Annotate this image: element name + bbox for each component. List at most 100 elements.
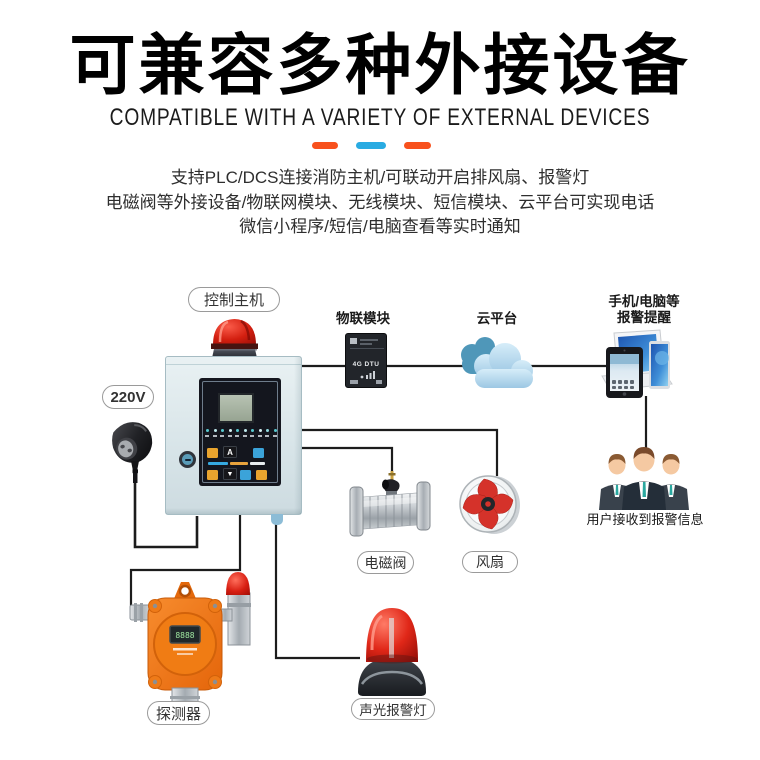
devices-icon bbox=[601, 329, 673, 398]
cloud-label: 云平台 bbox=[462, 307, 532, 327]
valve-label-text: 电磁阀 bbox=[364, 554, 407, 571]
power-label: 220V bbox=[102, 385, 154, 409]
dash-orange-1 bbox=[312, 142, 338, 149]
panel-led-row bbox=[206, 429, 277, 432]
led-label bbox=[220, 435, 224, 437]
users-icon bbox=[599, 447, 689, 510]
iot-label-text: 物联模块 bbox=[336, 311, 390, 326]
detector-icon: 8888 bbox=[129, 572, 251, 712]
iot-detail bbox=[360, 339, 378, 341]
valve-label: 电磁阀 bbox=[357, 551, 414, 574]
desc-line-1: 支持PLC/DCS连接消防主机/可联动开启排风扇、报警灯 bbox=[170, 168, 590, 187]
panel-button-blue-2[interactable] bbox=[240, 470, 251, 480]
users-label: 用户接收到报警信息 bbox=[575, 509, 715, 528]
btn-up-glyph: A bbox=[227, 447, 233, 457]
page-title: 可兼容多种外接设备 bbox=[69, 28, 691, 102]
box-shade-right bbox=[294, 357, 301, 514]
iot-divider bbox=[350, 348, 384, 349]
panel-button-orange-1[interactable] bbox=[207, 448, 218, 458]
iot-module-text-span: 4G DTU bbox=[352, 361, 380, 368]
description: 支持PLC/DCS连接消防主机/可联动开启排风扇、报警灯 电磁阀等外接设备/物联… bbox=[0, 166, 760, 240]
box-cable-gland bbox=[271, 514, 283, 525]
panel-button-orange-3[interactable] bbox=[256, 470, 267, 480]
cloud-label-text: 云平台 bbox=[476, 311, 518, 326]
led bbox=[221, 429, 224, 432]
panel-lcd-screen bbox=[218, 393, 254, 423]
led-label bbox=[212, 435, 217, 437]
fan-icon bbox=[459, 475, 520, 534]
panel-button-up[interactable]: A bbox=[223, 446, 237, 458]
led-label bbox=[257, 435, 262, 437]
users-label-text: 用户接收到报警信息 bbox=[586, 512, 704, 527]
accent-dashes bbox=[312, 142, 431, 149]
key-slot bbox=[184, 458, 191, 461]
iot-port bbox=[376, 380, 382, 384]
fan-label: 风扇 bbox=[462, 551, 518, 573]
alarm-label-text: 声光报警灯 bbox=[359, 703, 427, 718]
dash-blue bbox=[356, 142, 386, 149]
controller-box: A ▼ bbox=[165, 356, 302, 525]
devices-label-line2: 报警提醒 bbox=[617, 310, 671, 325]
led bbox=[228, 429, 232, 432]
led bbox=[251, 429, 254, 432]
detector-label-text: 探测器 bbox=[155, 705, 201, 723]
box-seam bbox=[166, 364, 301, 365]
devices-label: 手机/电脑等 报警提醒 bbox=[599, 294, 689, 326]
iot-detail bbox=[360, 343, 372, 345]
panel-led-labels bbox=[205, 435, 277, 437]
controller-label: 控制主机 bbox=[188, 287, 280, 312]
devices-label-line1: 手机/电脑等 bbox=[608, 294, 680, 309]
alarm-light-icon bbox=[358, 608, 426, 696]
wire-controller-to-fan bbox=[302, 428, 499, 476]
led bbox=[206, 429, 209, 432]
user-center bbox=[622, 447, 666, 510]
controller-label-text: 控制主机 bbox=[203, 292, 264, 309]
desc-line-3: 微信小程序/短信/电脑查看等实时通知 bbox=[239, 217, 521, 236]
led-label bbox=[205, 435, 209, 437]
key-lock[interactable] bbox=[179, 451, 196, 468]
detector-lcd-text: 8888 bbox=[175, 631, 194, 640]
controller-panel: A ▼ bbox=[199, 378, 281, 486]
cloud-icon bbox=[461, 337, 533, 388]
panel-button-orange-2[interactable] bbox=[207, 470, 218, 480]
wire-plug-to-box bbox=[133, 480, 199, 549]
controller-beacon-icon bbox=[211, 319, 258, 358]
wire-box-to-alarm bbox=[274, 522, 360, 660]
power-plug-icon bbox=[112, 422, 153, 483]
solenoid-valve-icon bbox=[349, 471, 431, 537]
page-subtitle: COMPATIBLE WITH A VARIETY OF EXTERNAL DE… bbox=[109, 104, 651, 131]
led bbox=[258, 429, 262, 432]
power-label-text: 220V bbox=[110, 388, 146, 406]
iot-label: 物联模块 bbox=[328, 307, 398, 327]
led bbox=[266, 429, 269, 432]
led bbox=[273, 429, 277, 432]
panel-bar-blue bbox=[208, 462, 228, 465]
led bbox=[236, 429, 239, 432]
dash-orange-2 bbox=[404, 142, 431, 149]
led-label bbox=[227, 435, 232, 437]
fan-label-text: 风扇 bbox=[476, 554, 504, 570]
panel-bar-yellow bbox=[230, 462, 248, 465]
led-label bbox=[242, 435, 247, 437]
wire-controller-to-valve bbox=[302, 446, 394, 474]
desc-line-2: 电磁阀等外接设备/物联网模块、无线模块、短信模块、云平台可实现电话 bbox=[105, 192, 655, 212]
led bbox=[213, 429, 217, 432]
iot-module-text: 4G DTU bbox=[346, 361, 386, 368]
box-shade-bottom bbox=[166, 508, 301, 514]
alarm-label: 声光报警灯 bbox=[351, 698, 435, 720]
iot-port bbox=[350, 380, 358, 384]
led-label bbox=[265, 435, 269, 437]
detector-label: 探测器 bbox=[147, 701, 210, 725]
panel-button-blue-1[interactable] bbox=[253, 448, 264, 458]
panel-button-down[interactable]: ▼ bbox=[223, 468, 237, 480]
iot-chip bbox=[350, 338, 357, 344]
iot-signal-icon bbox=[360, 371, 375, 379]
btn-down-glyph: ▼ bbox=[226, 470, 234, 478]
led bbox=[243, 429, 247, 432]
led-label bbox=[235, 435, 239, 437]
led-label bbox=[250, 435, 254, 437]
iot-module: 4G DTU bbox=[345, 333, 387, 388]
panel-bar-white bbox=[250, 462, 265, 465]
led-label bbox=[272, 435, 277, 437]
